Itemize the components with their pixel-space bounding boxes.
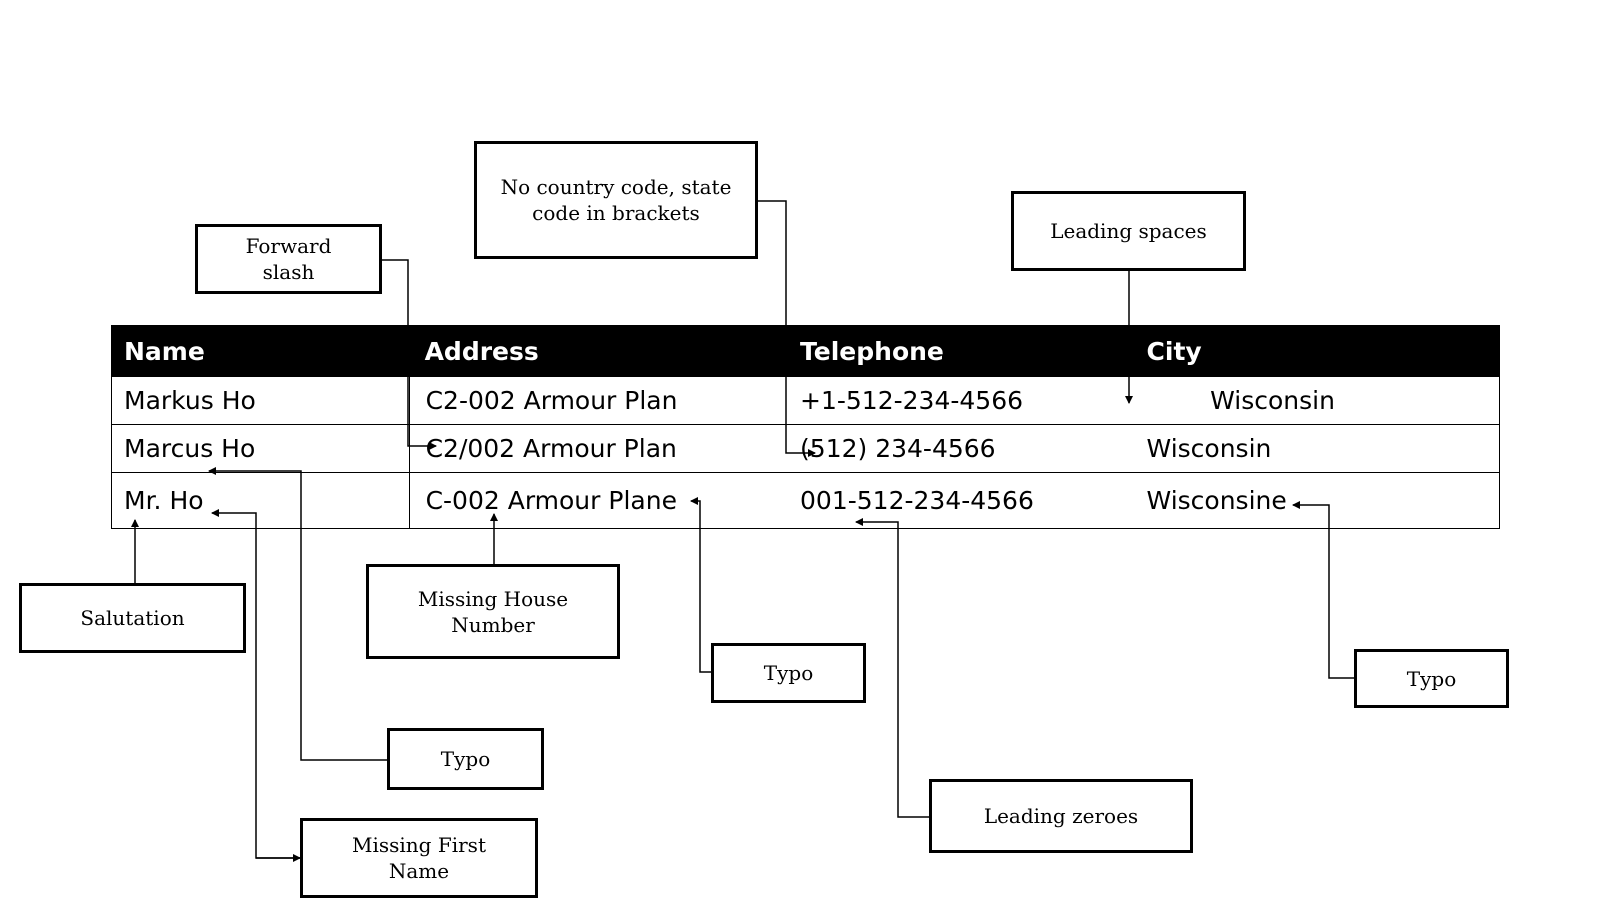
table-header-row: Name Address Telephone City <box>112 326 1499 376</box>
connector-missing-first-name <box>211 509 300 859</box>
callout-salutation: Salutation <box>19 583 246 653</box>
cell-city: Wisconsin <box>1146 434 1272 463</box>
cell-address: C2/002 Armour Plan <box>408 425 786 472</box>
cell-telephone: 001-512-234-4566 <box>800 486 1034 515</box>
callout-missing-house-number: Missing House Number <box>366 564 620 659</box>
callout-typo-address: Typo <box>711 643 866 703</box>
column-header-telephone: Telephone <box>800 336 944 366</box>
cell-city: Wisconsine <box>1146 486 1287 515</box>
column-header-address: Address <box>424 336 539 366</box>
connector-typo-city <box>1292 501 1355 679</box>
column-header-city: City <box>1146 336 1202 366</box>
callout-leading-spaces: Leading spaces <box>1011 191 1246 271</box>
cell-name: Marcus Ho <box>124 434 256 463</box>
cell-address: C2-002 Armour Plan <box>408 377 786 424</box>
cell-telephone: +1-512-234-4566 <box>800 386 1024 415</box>
connector-no-country-code <box>757 200 816 457</box>
connector-forward-slash <box>381 259 437 450</box>
cell-telephone: (512) 234-4566 <box>800 434 996 463</box>
callout-no-country-code: No country code, state code in brackets <box>474 141 758 259</box>
callout-typo-name: Typo <box>387 728 544 790</box>
cell-address: C-002 Armour Plane <box>408 473 786 528</box>
cell-name: Markus Ho <box>124 386 256 415</box>
cell-name: Mr. Ho <box>124 486 204 515</box>
connector-leading-zeroes <box>855 518 930 818</box>
column-header-name: Name <box>124 336 205 366</box>
callout-forward-slash: Forward slash <box>195 224 382 294</box>
table-row: Mr. Ho C-002 Armour Plane 001-512-234-45… <box>112 472 1499 528</box>
callout-missing-first-name: Missing First Name <box>300 818 538 898</box>
cell-city: Wisconsin <box>1146 386 1335 415</box>
connector-typo-address <box>690 497 712 673</box>
table-row: Marcus Ho C2/002 Armour Plan (512) 234-4… <box>112 424 1499 472</box>
table-row: Markus Ho C2-002 Armour Plan +1-512-234-… <box>112 376 1499 424</box>
connector-typo-name <box>208 467 387 761</box>
customer-data-table: Name Address Telephone City Markus Ho C2… <box>111 325 1500 529</box>
callout-leading-zeroes: Leading zeroes <box>929 779 1193 853</box>
callout-typo-city: Typo <box>1354 649 1509 708</box>
